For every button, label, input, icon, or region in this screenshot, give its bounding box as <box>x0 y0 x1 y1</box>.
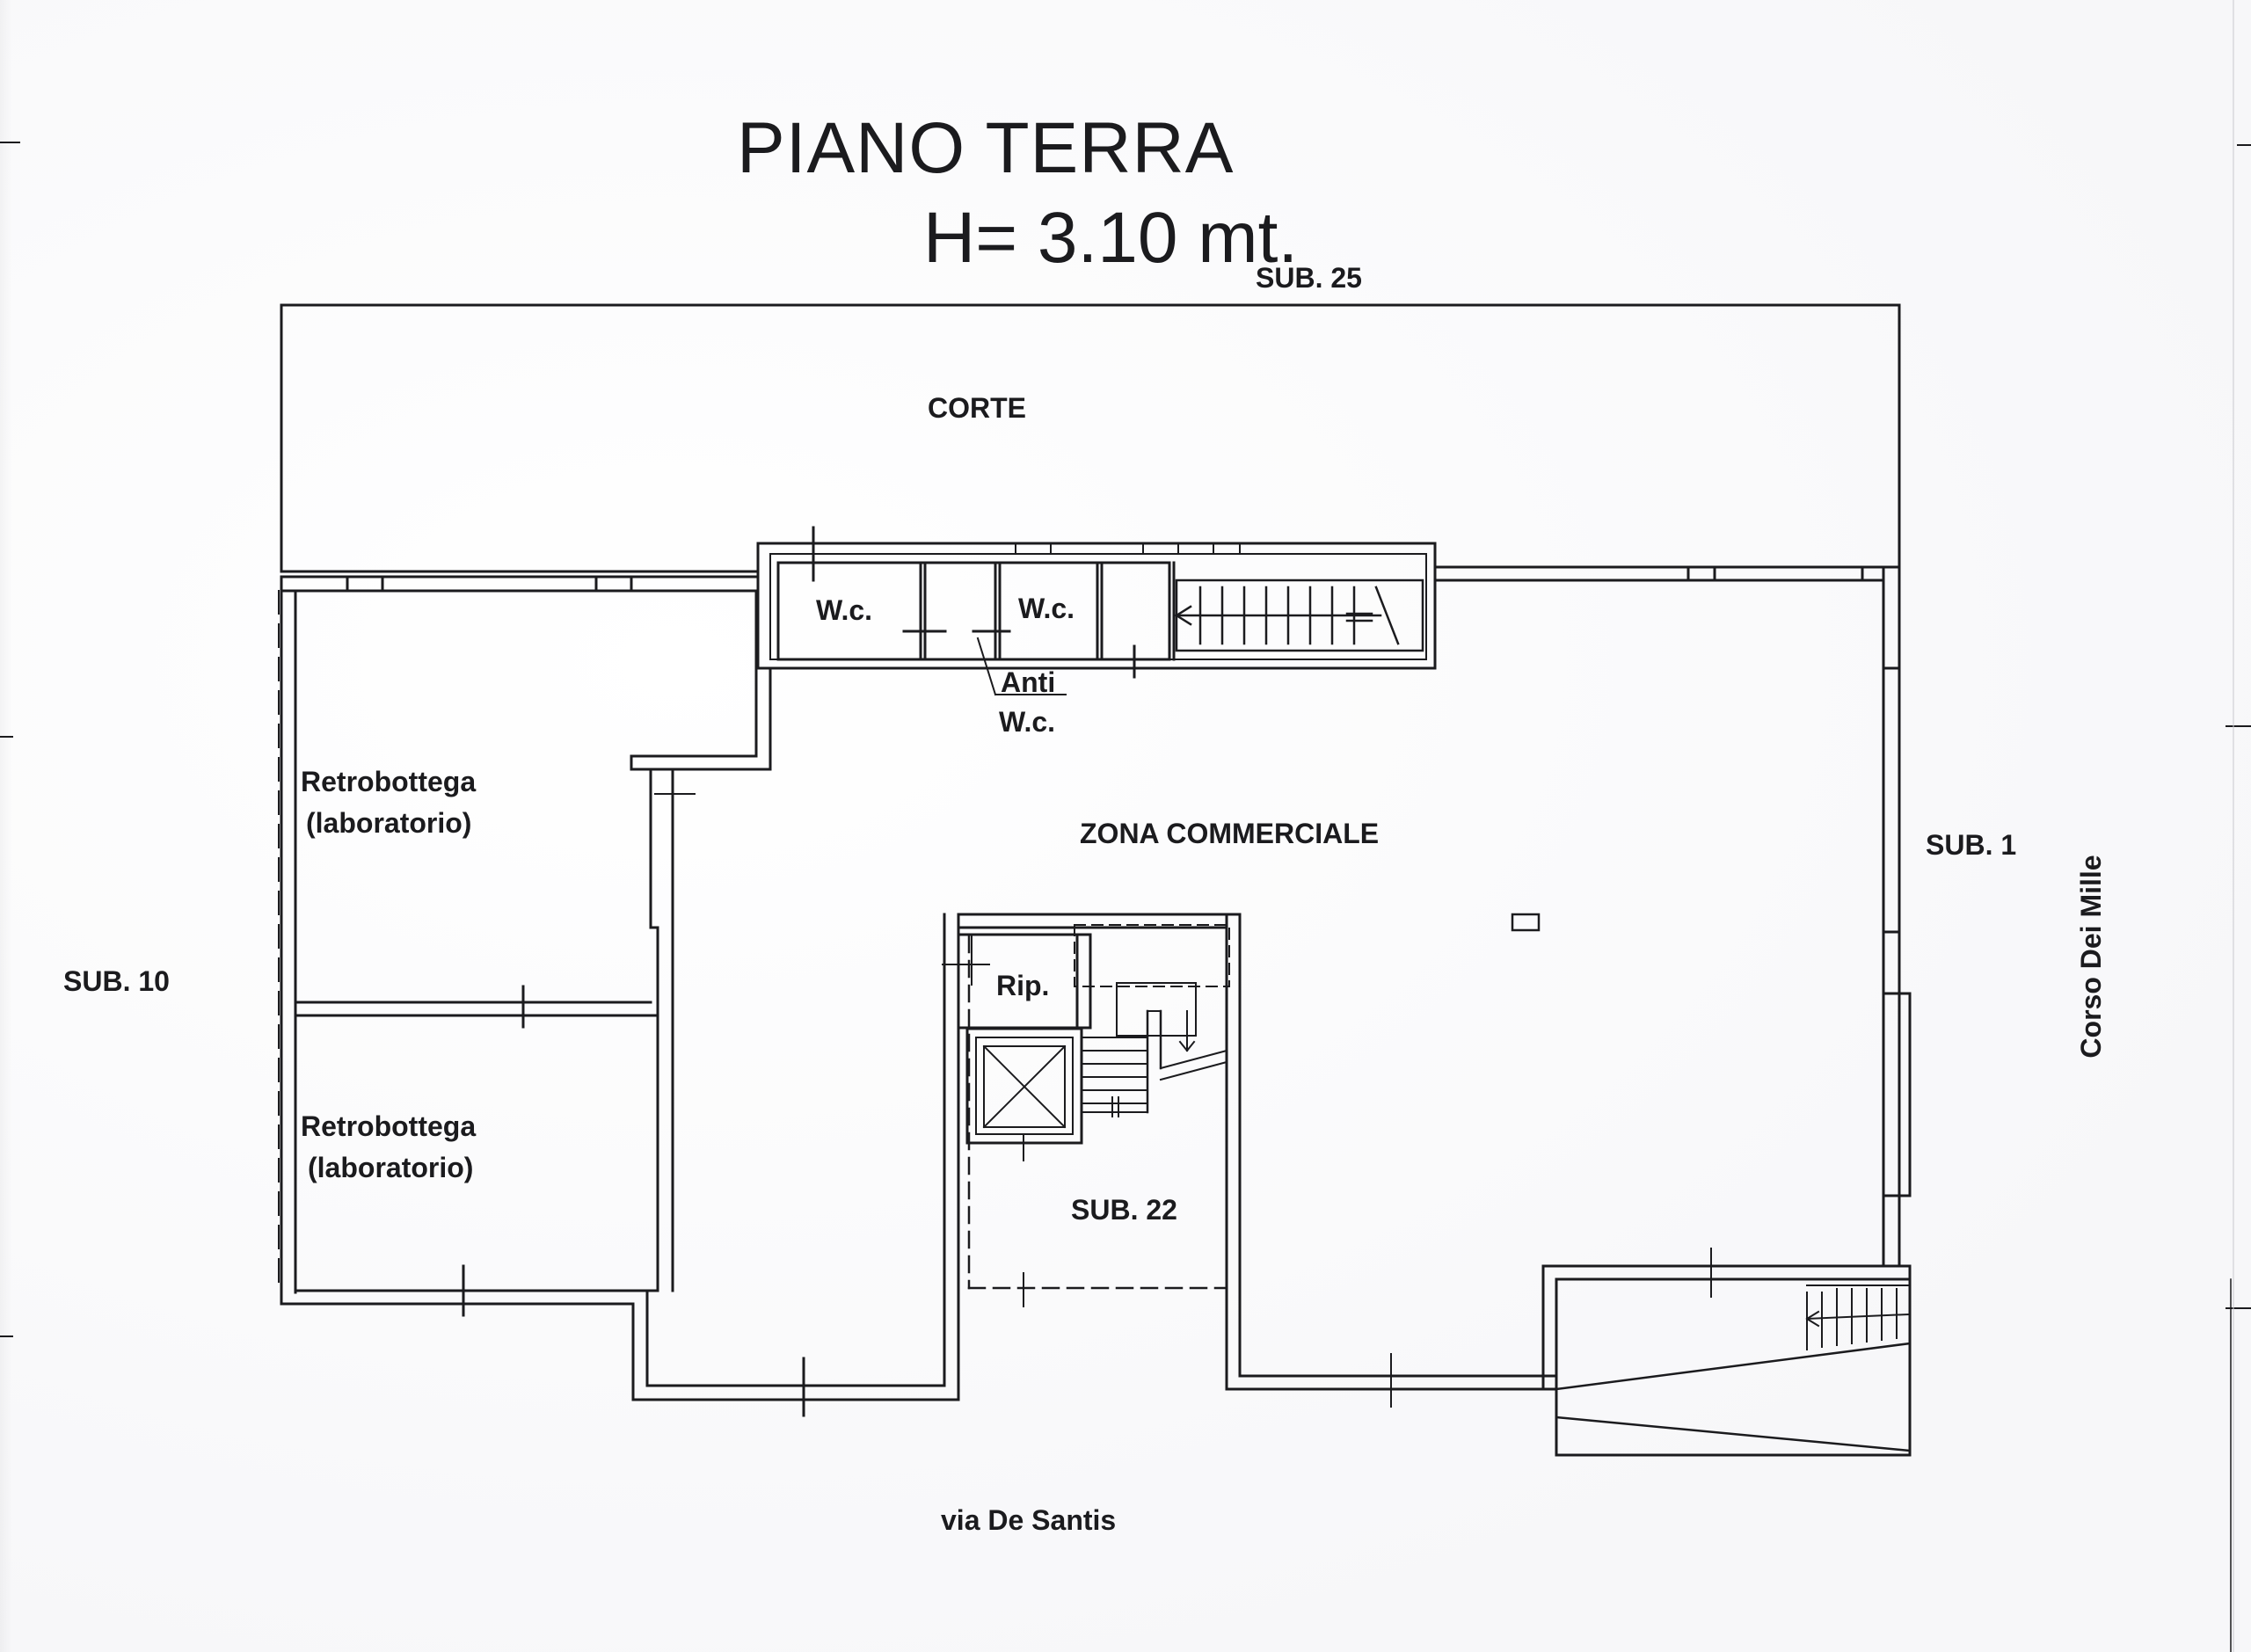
fixture-marker <box>1511 913 1541 932</box>
label-via-de-santis: via De Santis <box>941 1504 1117 1536</box>
ramp-block <box>1390 1248 1912 1457</box>
label-sub-22: SUB. 22 <box>1071 1194 1177 1226</box>
label-anti-wc-line2: W.c. <box>999 706 1056 738</box>
label-sub-1: SUB. 1 <box>1926 829 2017 861</box>
building-outer-walls <box>278 565 1912 1401</box>
corte-courtyard-outline <box>280 303 1901 573</box>
label-anti-wc-line1: Anti <box>1001 666 1056 698</box>
label-ripostiglio: Rip. <box>996 970 1050 1001</box>
label-laboratorio-bottom: (laboratorio) <box>308 1152 474 1183</box>
label-sub-10: SUB. 10 <box>63 965 170 997</box>
plan-title: PIANO TERRA <box>737 108 1235 188</box>
internal-partitions <box>294 589 805 1417</box>
label-zona-commerciale: ZONA COMMERCIALE <box>1080 818 1380 849</box>
top-staircase <box>1175 579 1424 652</box>
central-core <box>942 913 1242 1307</box>
label-corso-dei-mille: Corso Dei Mille <box>2075 855 2107 1059</box>
label-retrobottega-bottom: Retrobottega <box>301 1110 477 1142</box>
label-corte: CORTE <box>928 392 1026 424</box>
label-wc-left: W.c. <box>816 594 873 626</box>
label-retrobottega-top: Retrobottega <box>301 766 477 797</box>
service-block <box>756 526 1437 696</box>
label-sub-25: SUB. 25 <box>1256 262 1362 294</box>
label-laboratorio-top: (laboratorio) <box>306 807 472 839</box>
label-wc-right: W.c. <box>1018 593 1075 624</box>
ceiling-height: H= 3.10 mt. <box>923 198 1299 278</box>
